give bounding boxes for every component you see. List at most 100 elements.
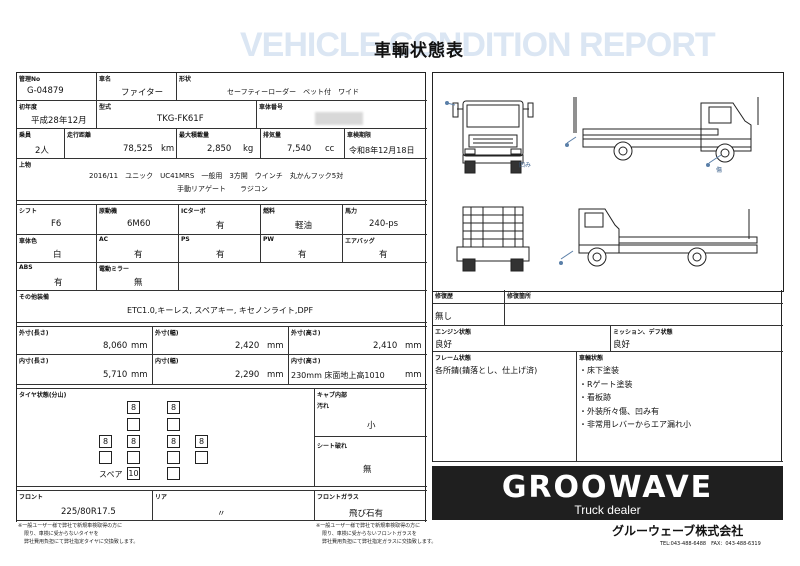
pw-value: 有 xyxy=(298,250,307,260)
glass-note-line: 弊社費用負担にて弊社指定ガラスに交換致します。 xyxy=(322,539,437,545)
inspection-label: 車検期限 xyxy=(347,132,372,139)
tire-note: ※一般ユーザー様で弊社で新規車検取得の方に 限り、車検に受からないタイヤを 弊社… xyxy=(18,522,138,546)
inner-height-value: 230mm 床面地上高1010 xyxy=(291,371,385,380)
equipment-label: その他装備 xyxy=(19,294,50,301)
fuel-value: 軽油 xyxy=(295,221,313,231)
windshield-value: 飛び石有 xyxy=(349,509,384,519)
engine-state-label: エンジン状態 xyxy=(435,329,472,336)
tire-rear-outer-left: 8 xyxy=(99,435,112,448)
tire-rear-inner-right: 8 xyxy=(167,435,180,448)
inner-width-unit: mm xyxy=(267,370,284,380)
mileage-label: 走行距離 xyxy=(67,132,92,139)
vehicle-state-label: 車輌状態 xyxy=(579,355,604,362)
tire-rear-outer-right: 8 xyxy=(195,435,208,448)
tire-note-line: 弊社費用負担にて弊社指定タイヤに交換致します。 xyxy=(24,539,139,545)
tire-note-line: 限り、車検に受からないタイヤを xyxy=(24,531,99,537)
outer-width-value: 2,420 xyxy=(235,341,260,351)
outer-height-value: 2,410 xyxy=(373,341,398,351)
dirt-label: 汚れ xyxy=(317,403,330,410)
seats-label: 乗員 xyxy=(19,132,32,139)
airbag-label: エアバッグ xyxy=(345,238,375,245)
vehicle-state-item: ・外装所々傷、凹み有 xyxy=(579,406,659,416)
seat-tear-value: 無 xyxy=(363,465,372,475)
vehicle-name-value: ファイター xyxy=(121,88,164,98)
model-label: 型式 xyxy=(99,104,112,111)
inspection-value: 令和8年12月18日 xyxy=(349,146,415,155)
truck-diagram-panel: 凹み 傷 xyxy=(432,72,784,292)
outer-height-label: 外寸(高さ) xyxy=(291,330,321,337)
airbag-value: 有 xyxy=(379,250,388,260)
mission-state-value: 良好 xyxy=(613,340,631,350)
tire-box-empty xyxy=(195,451,208,464)
outer-length-value: 8,060 xyxy=(103,341,128,351)
inner-length-unit: mm xyxy=(131,370,148,380)
vehicle-state-item: ・看板跡 xyxy=(579,393,611,402)
tire-condition-label: タイヤ状態(分山) xyxy=(19,392,67,399)
repair-location-label: 修復箇所 xyxy=(507,293,532,300)
seat-tear-label: シート破れ xyxy=(317,443,348,450)
cab-interior-label: キャブ内部 xyxy=(317,392,348,399)
repair-history-value: 無し xyxy=(435,312,453,322)
fuel-label: 燃料 xyxy=(263,208,276,215)
tire-box-empty xyxy=(127,451,140,464)
vehicle-state-item: ・非常用レバーからエア漏れ小 xyxy=(579,420,691,429)
inner-length-value: 5,710 xyxy=(103,370,128,380)
glass-note: ※一般ユーザー様で弊社で新規車検取得の方に 限り、車検に受からないフロントガラス… xyxy=(316,522,436,546)
glass-note-line: ※一般ユーザー様で弊社で新規車検取得の方に xyxy=(316,523,421,529)
tire-front-right: 8 xyxy=(167,401,180,414)
abs-label: ABS xyxy=(19,264,33,271)
max-load-label: 最大積載量 xyxy=(179,132,210,139)
horsepower-label: 馬力 xyxy=(345,208,358,215)
inner-width-label: 内寸(幅) xyxy=(155,358,179,365)
ps-value: 有 xyxy=(216,250,225,260)
tire-front-left: 8 xyxy=(127,401,140,414)
vehicle-name-label: 車名 xyxy=(99,76,112,83)
truck-front-view xyxy=(445,100,534,174)
engine-label: 原動機 xyxy=(99,208,118,215)
condition-table: 修復歴 修復箇所 無し エンジン状態良好 ミッション、デフ状態良好 フレーム状態… xyxy=(432,290,783,462)
displacement-value: 7,540 xyxy=(287,144,312,154)
tire-box-empty xyxy=(167,418,180,431)
truck-side-view-top xyxy=(565,97,759,167)
truck-side-view-bottom xyxy=(559,208,758,267)
scratch-label: 傷 xyxy=(716,166,722,174)
watermark-title: VEHICLE CONDITION REPORT xyxy=(240,26,716,64)
dent-label: 凹み xyxy=(519,162,531,169)
chassis-no-redacted xyxy=(315,112,363,125)
max-load-unit: kg xyxy=(243,144,254,154)
mgmt-no-label: 管理No xyxy=(19,76,41,83)
repair-history-label: 修復歴 xyxy=(435,293,454,300)
ic-turbo-label: ICターボ xyxy=(181,208,206,215)
body-color-value: 白 xyxy=(53,250,62,260)
outer-width-label: 外寸(幅) xyxy=(155,330,179,337)
body-color-label: 車体色 xyxy=(19,238,38,245)
frame-state-label: フレーム状態 xyxy=(435,355,471,362)
tire-box-empty xyxy=(167,451,180,464)
engine-value: 6M60 xyxy=(127,219,151,229)
body-line-1: 2016/11 ユニック UC41MRS 一般用 3方開 ウインチ 丸かんフック… xyxy=(89,172,344,180)
outer-length-unit: mm xyxy=(131,341,148,351)
rear-tire-label: リア xyxy=(155,494,168,501)
displacement-unit: cc xyxy=(325,144,335,154)
truck-rear-view xyxy=(456,206,530,272)
chassis-no-label: 車体番号 xyxy=(259,104,284,111)
dirt-value: 小 xyxy=(367,421,376,431)
vehicle-state-item: ・床下塗装 xyxy=(579,366,619,375)
tire-box-empty xyxy=(167,467,180,480)
inner-length-label: 内寸(長さ) xyxy=(19,358,49,365)
company-logo: GROOWAVE xyxy=(501,470,714,505)
abs-value: 有 xyxy=(54,278,63,288)
equipment-value: ETC1.0,キーレス, スペアキー, キセノンライト,DPF xyxy=(127,306,314,315)
shift-value: F6 xyxy=(51,219,62,229)
tire-box-empty xyxy=(99,451,112,464)
engine-state-value: 良好 xyxy=(435,340,453,350)
outer-length-label: 外寸(長さ) xyxy=(19,330,49,337)
shape-label: 形状 xyxy=(179,76,192,83)
pw-label: PW xyxy=(263,236,275,243)
inner-height-unit: mm xyxy=(405,370,422,380)
mission-state-label: ミッション、デフ状態 xyxy=(613,329,673,336)
body-label: 上物 xyxy=(19,162,32,169)
tire-box-empty xyxy=(127,418,140,431)
ps-label: PS xyxy=(181,236,190,243)
